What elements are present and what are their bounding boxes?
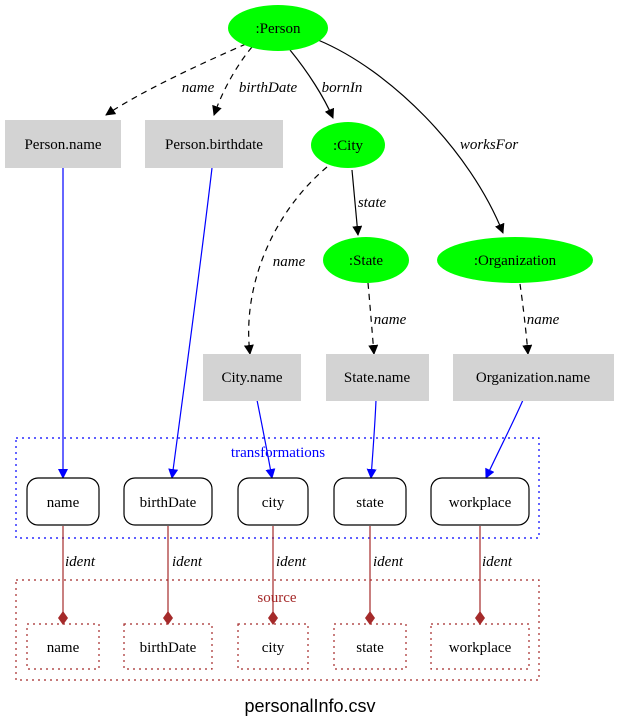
node-city-label: :City — [333, 138, 364, 154]
edge-city-state — [351, 169, 363, 236]
edge-label-ident-state: ident — [373, 554, 404, 570]
transform-node-state[interactable]: state — [333, 477, 407, 526]
edge-person-name — [105, 43, 247, 116]
node-person-name[interactable]: Person.name — [5, 120, 121, 168]
node-person[interactable]: :Person — [228, 5, 328, 51]
node-state[interactable]: :State — [323, 237, 409, 283]
edge-person-birthdate — [212, 46, 253, 116]
node-state-label: :State — [349, 253, 384, 269]
source-cluster — [15, 579, 540, 681]
edge-label-state: state — [358, 195, 387, 211]
edge-person-bornin — [289, 49, 335, 119]
node-state-name-label: State.name — [344, 370, 411, 386]
transformations-cluster-label: transformations — [231, 445, 325, 461]
edge-label-ident-city: ident — [276, 554, 307, 570]
transform-node-birthdate[interactable]: birthDate — [123, 477, 213, 526]
source-node-state-label: state — [356, 640, 384, 656]
source-node-name-label: name — [47, 640, 80, 656]
source-cluster-label: source — [257, 590, 296, 606]
edge-transform-state — [366, 399, 377, 479]
node-city[interactable]: :City — [311, 122, 385, 168]
transform-node-city[interactable]: city — [237, 477, 309, 526]
edge-label-ident-workplace: ident — [482, 554, 513, 570]
source-node-birthdate-label: birthDate — [140, 640, 197, 656]
transform-node-state-label: state — [356, 495, 384, 511]
edge-label-person-name: name — [182, 80, 215, 96]
edge-city-name — [243, 166, 328, 355]
transform-node-workplace-label: workplace — [449, 495, 512, 511]
source-node-state[interactable]: state — [333, 623, 407, 670]
node-organization[interactable]: :Organization — [437, 237, 593, 283]
edge-transform-workplace — [485, 399, 524, 479]
edge-label-organization-name: name — [527, 312, 560, 328]
transformations-cluster — [15, 437, 540, 539]
source-node-city[interactable]: city — [237, 623, 309, 670]
source-node-name[interactable]: name — [26, 623, 100, 670]
node-city-name[interactable]: City.name — [203, 354, 301, 401]
edge-label-worksfor: worksFor — [460, 137, 519, 153]
edge-transform-birthdate — [168, 167, 213, 479]
node-organization-name[interactable]: Organization.name — [453, 354, 614, 401]
edge-state-name — [367, 282, 379, 355]
source-node-workplace[interactable]: workplace — [430, 623, 530, 670]
transform-node-name-label: name — [47, 495, 80, 511]
edge-label-state-name: name — [374, 312, 407, 328]
edge-label-ident-name: ident — [65, 554, 96, 570]
node-organization-name-label: Organization.name — [476, 370, 591, 386]
source-node-workplace-label: workplace — [449, 640, 512, 656]
node-person-name-label: Person.name — [24, 137, 101, 153]
edge-label-city-name: name — [273, 254, 306, 270]
edge-label-birthdate: birthDate — [239, 80, 298, 96]
node-organization-label: :Organization — [474, 253, 557, 269]
node-person-label: :Person — [256, 21, 302, 37]
transform-node-name[interactable]: name — [26, 477, 100, 526]
edge-transform-city — [256, 399, 276, 479]
source-node-birthdate[interactable]: birthDate — [123, 623, 213, 670]
diagram-caption: personalInfo.csv — [244, 696, 375, 716]
edge-person-worksfor — [317, 39, 505, 234]
node-state-name[interactable]: State.name — [326, 354, 429, 401]
edge-organization-name — [519, 283, 533, 355]
edge-label-bornin: bornIn — [322, 80, 363, 96]
transform-node-birthdate-label: birthDate — [140, 495, 197, 511]
transform-node-city-label: city — [262, 495, 285, 511]
node-city-name-label: City.name — [221, 370, 282, 386]
node-person-birthdate[interactable]: Person.birthdate — [145, 120, 283, 168]
edge-label-ident-birthdate: ident — [172, 554, 203, 570]
source-node-city-label: city — [262, 640, 285, 656]
node-person-birthdate-label: Person.birthdate — [165, 137, 263, 153]
transform-node-workplace[interactable]: workplace — [430, 477, 530, 526]
